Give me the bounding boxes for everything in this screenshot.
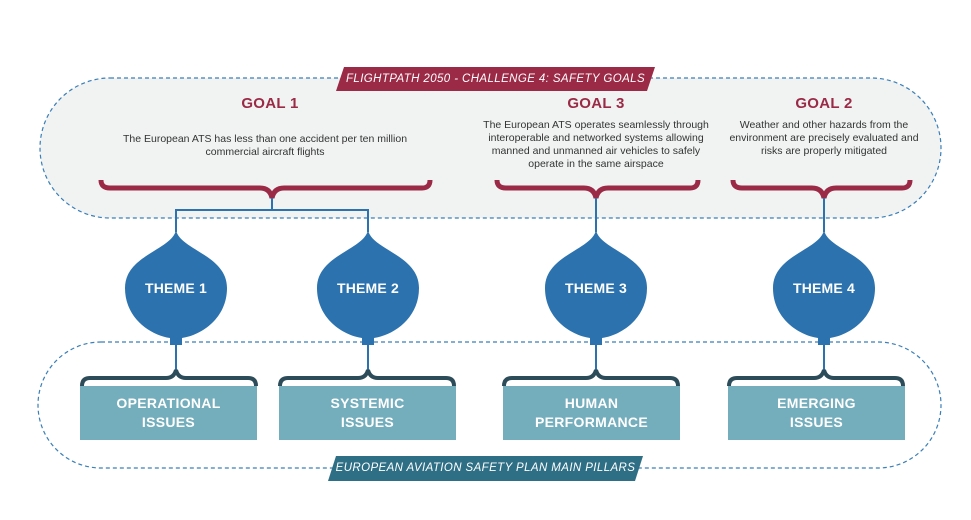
theme4-shape: [773, 230, 875, 345]
pillars-area: [37, 341, 942, 469]
theme4-label: THEME 4: [792, 280, 856, 296]
goal2-title: GOAL 2: [795, 95, 853, 112]
pillar-human-performance: HUMAN PERFORMANCE: [503, 386, 680, 440]
pillar1-line1: OPERATIONAL: [116, 395, 221, 411]
pillar2-line1: SYSTEMIC: [330, 395, 405, 411]
bottom-banner-text: EUROPEAN AVIATION SAFETY PLAN MAIN PILLA…: [335, 462, 636, 474]
goal1-text: The European ATS has less than one accid…: [122, 133, 408, 158]
pillar4-line1: EMERGING: [777, 395, 856, 411]
top-banner-shape: [336, 67, 655, 91]
goal1-title: GOAL 1: [241, 95, 299, 112]
pillar4-bracket: [727, 369, 905, 387]
theme3-label: THEME 3: [564, 280, 628, 296]
goal2-text: Weather and other hazards from the envir…: [729, 119, 919, 157]
pillar3-line1: HUMAN: [564, 395, 619, 411]
pillar1-bracket: [80, 369, 258, 387]
theme1-shape: [125, 230, 227, 345]
goal3-title: GOAL 3: [567, 95, 625, 112]
pillar3-bracket: [502, 369, 680, 387]
pillar-operational-issues: OPERATIONAL ISSUES: [80, 386, 257, 440]
pillar4-line2: ISSUES: [789, 414, 844, 430]
bottom-banner-shape: [328, 456, 643, 481]
pillar1-line2: ISSUES: [141, 414, 196, 430]
connector-goal1-themes: [175, 198, 369, 232]
theme3-shape: [545, 230, 647, 345]
theme2-shape: [317, 230, 419, 345]
pillar-systemic-issues: SYSTEMIC ISSUES: [279, 386, 456, 440]
goal3-text: The European ATS operates seamlessly thr…: [483, 119, 709, 170]
pillar2-bracket: [278, 369, 456, 387]
theme2-label: THEME 2: [336, 280, 400, 296]
pillar2-line2: ISSUES: [340, 414, 395, 430]
theme1-label: THEME 1: [144, 280, 208, 296]
pillar-emerging-issues: EMERGING ISSUES: [728, 386, 905, 440]
top-banner-text: FLIGHTPATH 2050 - CHALLENGE 4: SAFETY GO…: [345, 73, 646, 85]
pillar3-line2: PERFORMANCE: [535, 414, 648, 430]
